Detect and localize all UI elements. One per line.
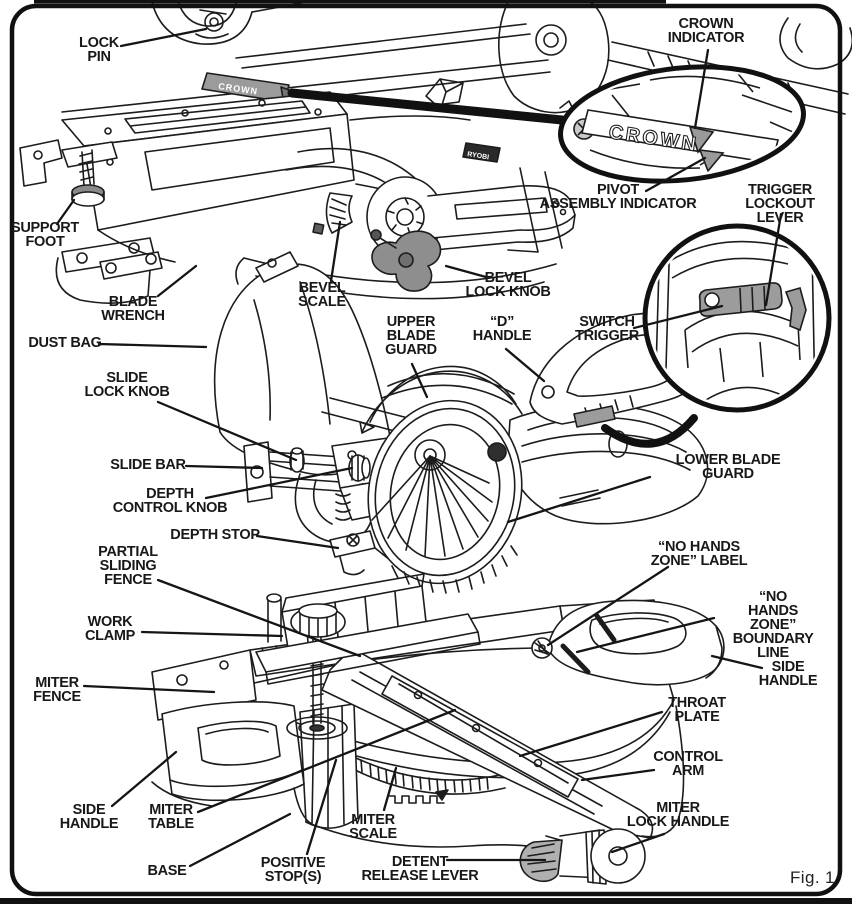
work-clamp-part: [255, 593, 481, 740]
slide-lock-knob-part: [289, 447, 305, 473]
carriage-housing: [19, 91, 471, 304]
trigger-callout: [642, 223, 832, 413]
support-foot-part: [61, 141, 118, 207]
detent-release-lever-part: [519, 835, 563, 883]
motor-housing: [507, 403, 709, 525]
bevel-assembly: [235, 142, 576, 300]
throat-plate-part: [381, 675, 579, 798]
trigger-callout-connector: [601, 414, 698, 448]
figure-caption: Fig. 1: [790, 868, 835, 887]
lock-pin-part: [195, 9, 229, 39]
bevel-lock-knob-part: [370, 229, 442, 292]
side-handle-right-part: [547, 599, 725, 686]
crown-callout: CROWN: [558, 64, 806, 184]
bevel-scale-part: [312, 192, 353, 235]
no-hands-zone-label-part: [531, 637, 553, 659]
brand-text: RYOBI: [467, 151, 490, 161]
depth-stop-part: [329, 530, 391, 576]
blade-guard-group: [321, 365, 523, 594]
side-handle-left-part: [161, 701, 305, 802]
crown-callout-connector: [287, 88, 577, 126]
trigger-lockout-lever-part: [784, 287, 807, 332]
no-hands-zone-boundary-line-part: [560, 613, 617, 675]
base-assembly: [151, 573, 725, 885]
switch-trigger-part: [698, 282, 783, 317]
leader-lines: [55, 27, 783, 868]
miter-lock-handle-part: [559, 828, 646, 885]
blade-wrench-part: [99, 251, 163, 280]
